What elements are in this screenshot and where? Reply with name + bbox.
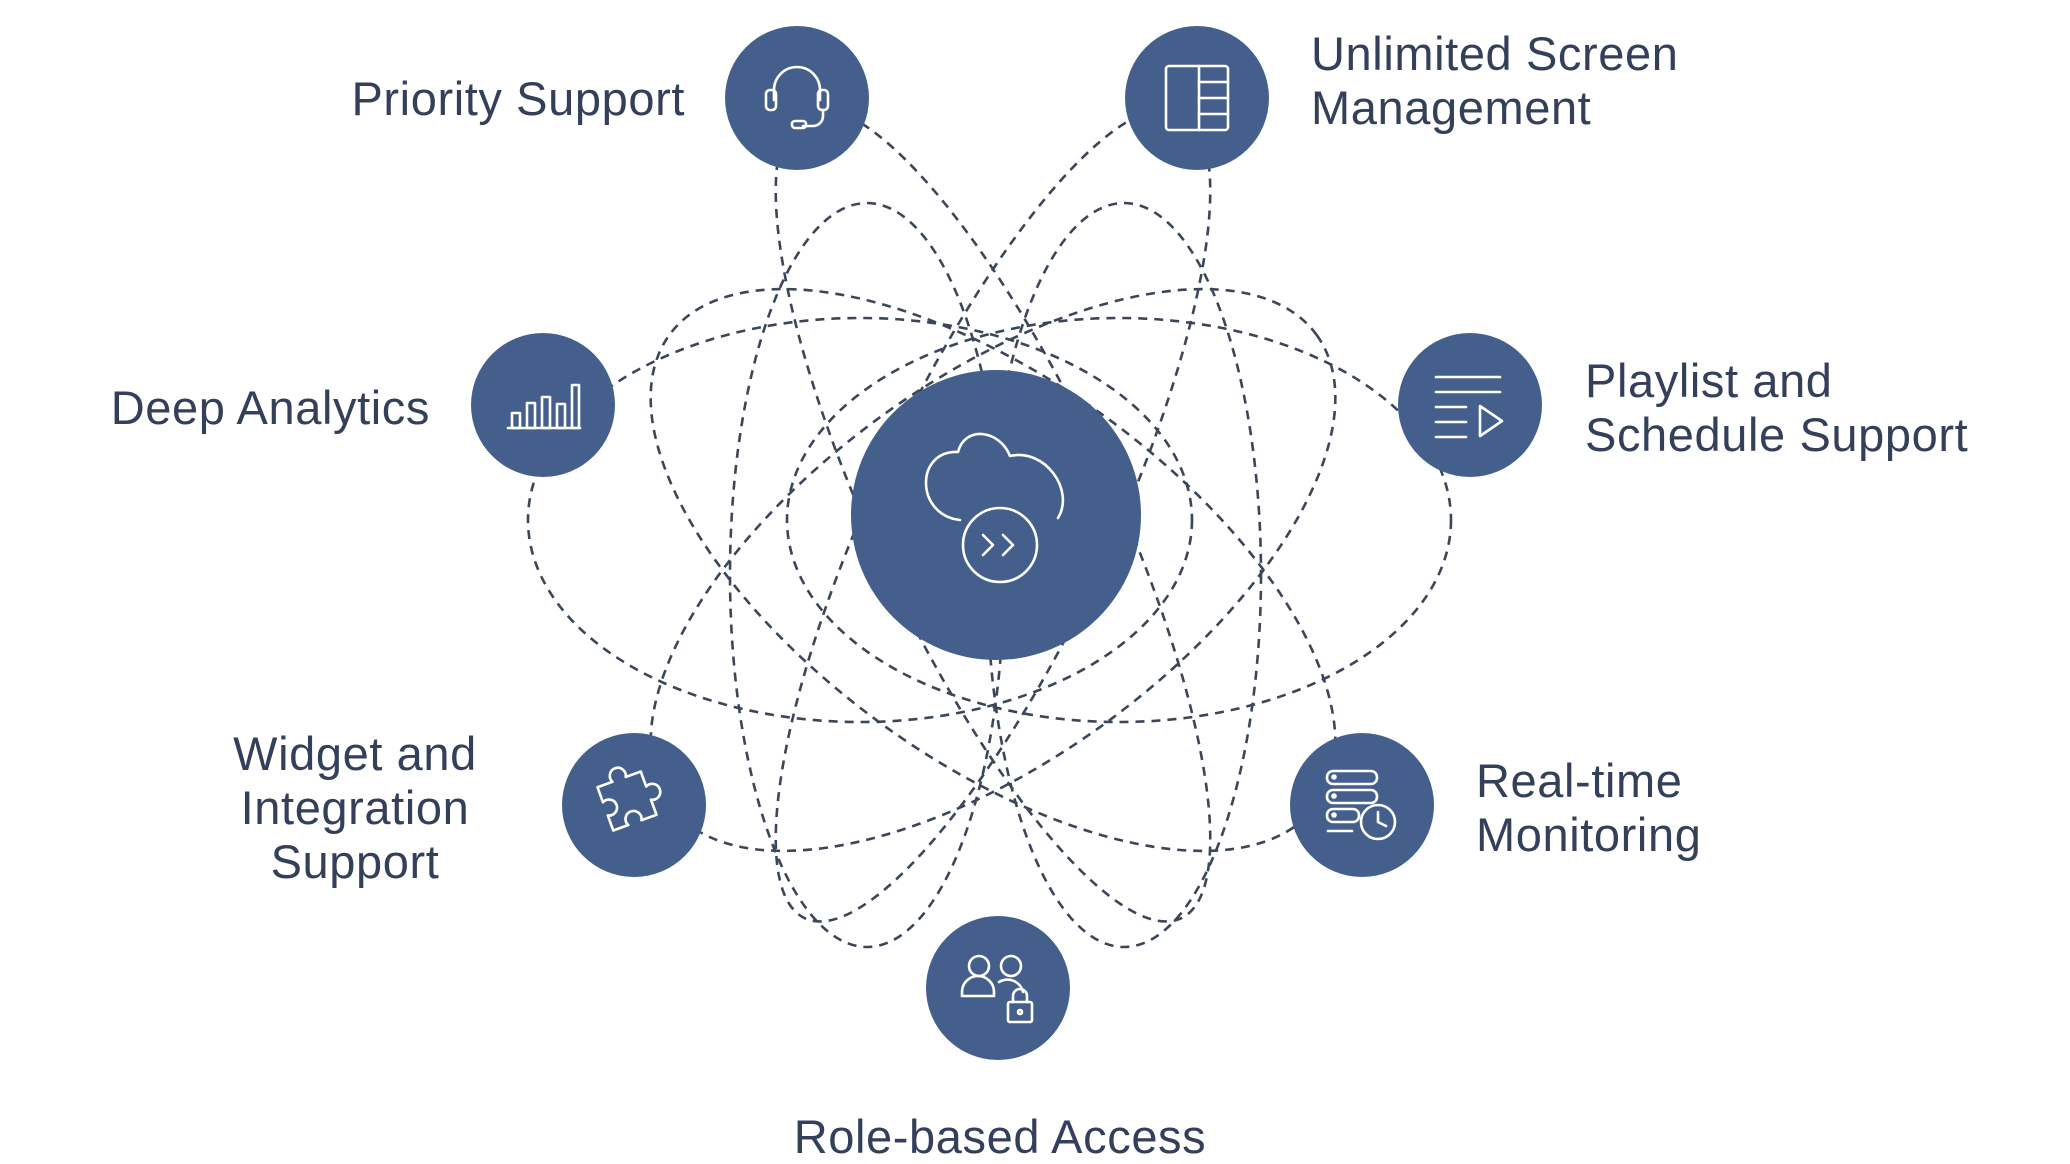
node-priority-support	[725, 26, 869, 170]
label-line: Role-based Access	[793, 1110, 1207, 1163]
node-unlimited-screen	[1125, 26, 1269, 170]
node-widget-integration	[562, 733, 706, 877]
label-line: Deep Analytics	[110, 381, 430, 434]
server-clock-icon	[1325, 769, 1397, 841]
realtime-monitoring-circle	[1290, 733, 1434, 877]
label-line: Schedule Support	[1585, 408, 1969, 461]
label-line: Management	[1311, 81, 1592, 134]
puzzle-icon	[596, 766, 662, 832]
label-role-based-access: Role-based Access	[740, 1110, 1260, 1164]
playlist-schedule-circle	[1398, 333, 1542, 477]
label-line: Integration	[240, 781, 470, 834]
label-unlimited-screen: Unlimited Screen Management	[1311, 27, 1678, 135]
label-line: Playlist and	[1585, 354, 1833, 407]
node-playlist-schedule	[1398, 333, 1542, 477]
label-line: Support	[270, 835, 440, 888]
orbit-horizontal-left	[526, 316, 1194, 724]
widget-integration-circle	[562, 733, 706, 877]
label-line: Priority Support	[351, 72, 685, 125]
headset-icon	[764, 65, 830, 130]
node-realtime-monitoring	[1290, 733, 1434, 877]
label-line: Unlimited Screen	[1311, 27, 1679, 80]
node-role-based-access	[926, 916, 1070, 1060]
center-circle	[851, 370, 1141, 660]
label-playlist-schedule: Playlist and Schedule Support	[1585, 354, 1968, 462]
bar-chart-icon	[506, 383, 582, 430]
label-realtime-monitoring: Real-time Monitoring	[1476, 754, 1701, 862]
role-based-access-circle	[926, 916, 1070, 1060]
orbit-diagonal-a	[649, 287, 1337, 853]
node-deep-analytics	[471, 333, 615, 477]
playlist-icon	[1434, 375, 1504, 439]
center-hub	[851, 370, 1141, 660]
orbit-horizontal-right	[785, 316, 1453, 724]
label-widget-integration: Widget and Integration Support	[170, 727, 540, 889]
users-lock-icon	[960, 954, 1034, 1024]
unlimited-screen-circle	[1125, 26, 1269, 170]
label-line: Real-time	[1476, 754, 1683, 807]
label-line: Widget and	[233, 727, 477, 780]
label-priority-support: Priority Support	[300, 72, 685, 126]
screen-layout-icon	[1164, 64, 1230, 132]
label-deep-analytics: Deep Analytics	[60, 381, 430, 435]
priority-support-circle	[725, 26, 869, 170]
cloud-fast-forward-icon	[924, 432, 1065, 584]
label-line: Monitoring	[1476, 808, 1702, 861]
